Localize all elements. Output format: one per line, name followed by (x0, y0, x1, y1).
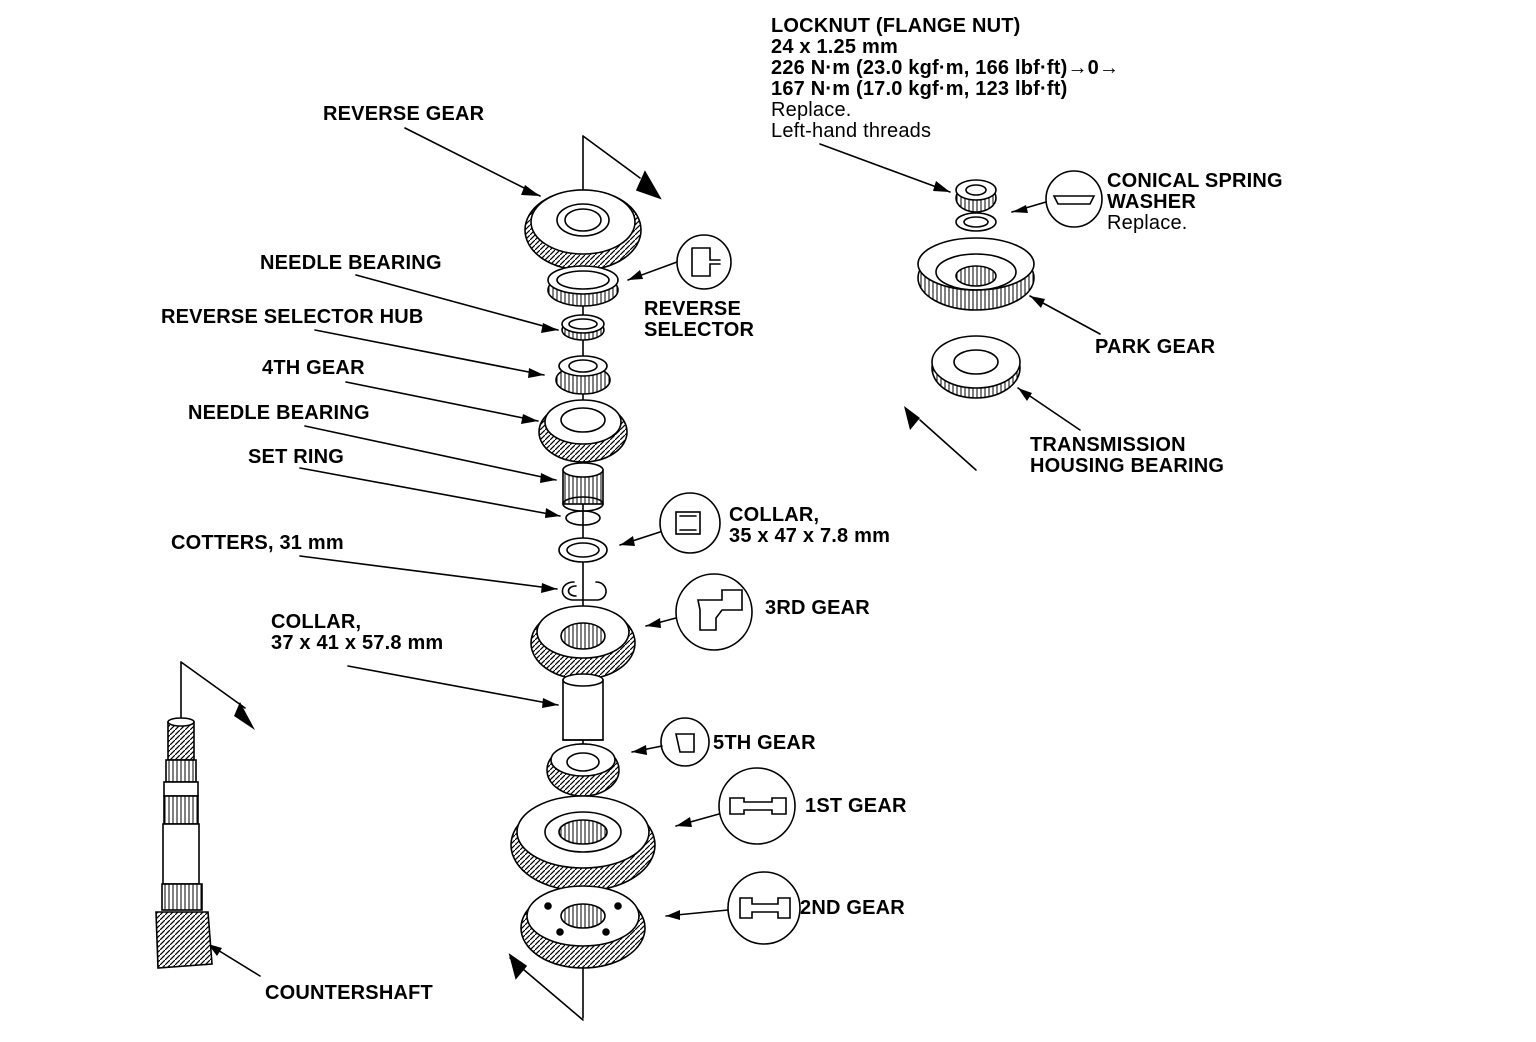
conical-spring-washer-label: CONICAL SPRING WASHER Replace. (1107, 171, 1283, 234)
second-gear-detail (727, 871, 801, 945)
conical-spring-washer-line2: WASHER (1107, 191, 1196, 213)
reverse-selector-hub-label: REVERSE SELECTOR HUB (161, 306, 424, 328)
axis-arrow-bottom (508, 953, 528, 980)
locknut-title: LOCKNUT (FLANGE NUT) (771, 15, 1021, 37)
conical-washer-detail (1045, 170, 1103, 228)
park-gear-part (917, 237, 1035, 311)
collar-small-line2: 35 x 47 x 7.8 mm (729, 525, 891, 547)
collar-long-label: COLLAR, 37 x 41 x 57.8 mm (271, 612, 443, 654)
conical-spring-washer-line1: CONICAL SPRING (1107, 170, 1283, 192)
leader-lines (207, 127, 729, 977)
fourth-gear-hub (555, 355, 611, 395)
park-gear-label: PARK GEAR (1095, 336, 1216, 358)
locknut-note-2: Left-hand threads (771, 120, 932, 142)
right-arrowheads (904, 181, 1045, 430)
conical-spring-washer-note: Replace. (1107, 212, 1188, 234)
collar-long-line2: 37 x 41 x 57.8 mm (271, 632, 444, 654)
reverse-gear-label: REVERSE GEAR (323, 103, 485, 125)
set-ring-label: SET RING (248, 446, 345, 468)
collar-small-detail (659, 492, 721, 554)
third-gear-detail (675, 573, 753, 651)
needle-bearing-top (547, 265, 619, 307)
countershaft-part (155, 661, 255, 969)
third-gear-label: 3RD GEAR (765, 597, 870, 619)
second-gear-label: 2ND GEAR (800, 897, 905, 919)
locknut-part (955, 179, 997, 213)
locknut-note-1: Replace. (771, 99, 852, 121)
fourth-gear-label: 4TH GEAR (262, 357, 365, 379)
collar-small-label: COLLAR, 35 x 47 x 7.8 mm (729, 505, 890, 547)
reverse-selector-label: REVERSE SELECTOR (644, 299, 754, 341)
locknut-torque-2: 167 N·m (17.0 kgf·m, 123 lbf·ft) (771, 78, 1068, 100)
locknut-torque-1: 226 N·m (23.0 kgf·m, 166 lbf·ft)→0→ (771, 57, 1120, 79)
third-gear (530, 605, 636, 680)
second-gear (520, 885, 646, 969)
fifth-gear-label: 5TH GEAR (713, 732, 816, 754)
transmission-housing-bearing-line1: TRANSMISSION (1030, 434, 1186, 456)
transmission-housing-bearing-label: TRANSMISSION HOUSING BEARING (1030, 435, 1224, 477)
collar-long (562, 673, 604, 741)
first-gear-label: 1ST GEAR (805, 795, 907, 817)
fifth-gear (546, 743, 620, 797)
countershaft-label: COUNTERSHAFT (265, 982, 433, 1004)
reverse-gear (524, 189, 642, 271)
reverse-selector-detail (676, 234, 732, 290)
conical-washer-part (955, 212, 997, 232)
reverse-selector-line1: REVERSE (644, 298, 741, 320)
transmission-housing-bearing-line2: HOUSING BEARING (1030, 455, 1225, 477)
leader-arrowheads (208, 185, 692, 956)
collar-small (558, 537, 608, 563)
needle-bearing-top-label: NEEDLE BEARING (260, 252, 442, 274)
cotters (561, 581, 607, 601)
collar-long-line1: COLLAR, (271, 611, 362, 633)
reverse-selector-hub (561, 314, 605, 341)
collar-small-line1: COLLAR, (729, 504, 820, 526)
locknut-label: LOCKNUT (FLANGE NUT) 24 x 1.25 mm 226 N·… (771, 16, 1119, 142)
cotters-label: COTTERS, 31 mm (171, 532, 344, 554)
needle-bearing-lower (562, 462, 604, 512)
needle-bearing-lower-label: NEEDLE BEARING (188, 402, 370, 424)
set-ring (565, 510, 601, 526)
axis-arrow-top (635, 170, 662, 200)
fourth-gear (538, 399, 628, 463)
housing-bearing-part (931, 335, 1021, 399)
reverse-selector-line2: SELECTOR (644, 319, 755, 341)
fifth-gear-detail (660, 717, 710, 767)
first-gear-detail (718, 767, 796, 845)
first-gear (510, 795, 656, 892)
locknut-size: 24 x 1.25 mm (771, 36, 898, 58)
